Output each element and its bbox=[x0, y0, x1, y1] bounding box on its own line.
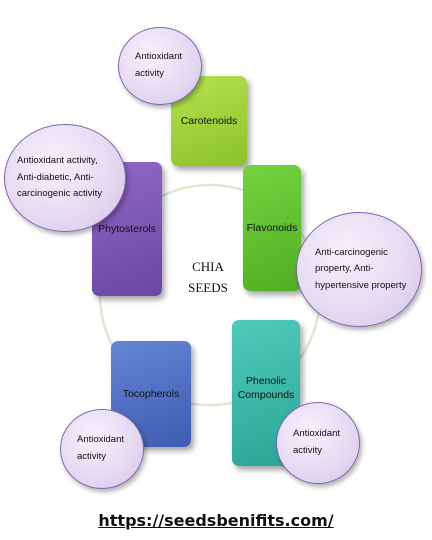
phenolic-benefit-bubble: Antioxidant activity bbox=[276, 402, 360, 484]
flavonoids-benefit-bubble: Anti-carcinogenic property, Anti- hypert… bbox=[296, 212, 422, 327]
source-url-link[interactable]: https://seedsbenifits.com/ bbox=[98, 511, 334, 530]
tocopherols-label: Tocopherols bbox=[122, 387, 180, 400]
tocopherols-benefit-line-2: activity bbox=[77, 451, 107, 462]
flavonoids-label: Flavonoids bbox=[246, 221, 298, 234]
phenolic-benefit-line-1: Antioxidant bbox=[293, 428, 341, 440]
flavonoids-benefit-line-1: Anti-carcinogenic bbox=[315, 246, 388, 258]
phenolic-label-line-1: Phenolic bbox=[245, 374, 287, 387]
phytosterols-benefit-line-2: Anti-diabetic, Anti- bbox=[17, 171, 94, 183]
flavonoids-box: Flavonoids bbox=[243, 165, 301, 291]
carotenoids-box: Carotenoids bbox=[171, 76, 247, 166]
phytosterols-benefit-line-3: carcinogenic activity bbox=[17, 188, 103, 200]
carotenoids-label: Carotenoids bbox=[180, 114, 238, 127]
phytosterols-box: Phytosterols bbox=[92, 162, 162, 296]
carotenoids-benefit-line-2: activity bbox=[135, 68, 165, 79]
phenolic-benefit-line-2: activity bbox=[293, 445, 323, 456]
flavonoids-benefit-line-2: property, Anti- bbox=[315, 263, 374, 275]
phenolic-compounds-label: Phenolic Compounds bbox=[238, 374, 295, 402]
phytosterols-benefit-bubble: Antioxidant activity, Anti-diabetic, Ant… bbox=[4, 124, 126, 232]
flavonoids-benefit-line-3: hypertensive property bbox=[315, 279, 407, 291]
center-title-line-1: CHIA bbox=[192, 259, 224, 274]
carotenoids-benefit-line-1: Antioxidant bbox=[135, 51, 183, 63]
carotenoids-benefit-bubble: Antioxidant activity bbox=[118, 27, 202, 105]
center-title-line-2: SEEDS bbox=[188, 280, 228, 296]
center-title: CHIA SEEDS bbox=[180, 256, 236, 299]
tocopherols-benefit-line-1: Antioxidant bbox=[77, 434, 125, 446]
tocopherols-benefit-bubble: Antioxidant activity bbox=[60, 409, 144, 489]
phytosterols-label: Phytosterols bbox=[98, 222, 156, 235]
phytosterols-benefit-line-1: Antioxidant activity, bbox=[17, 155, 98, 167]
phenolic-label-line-2: Compounds bbox=[237, 389, 295, 401]
